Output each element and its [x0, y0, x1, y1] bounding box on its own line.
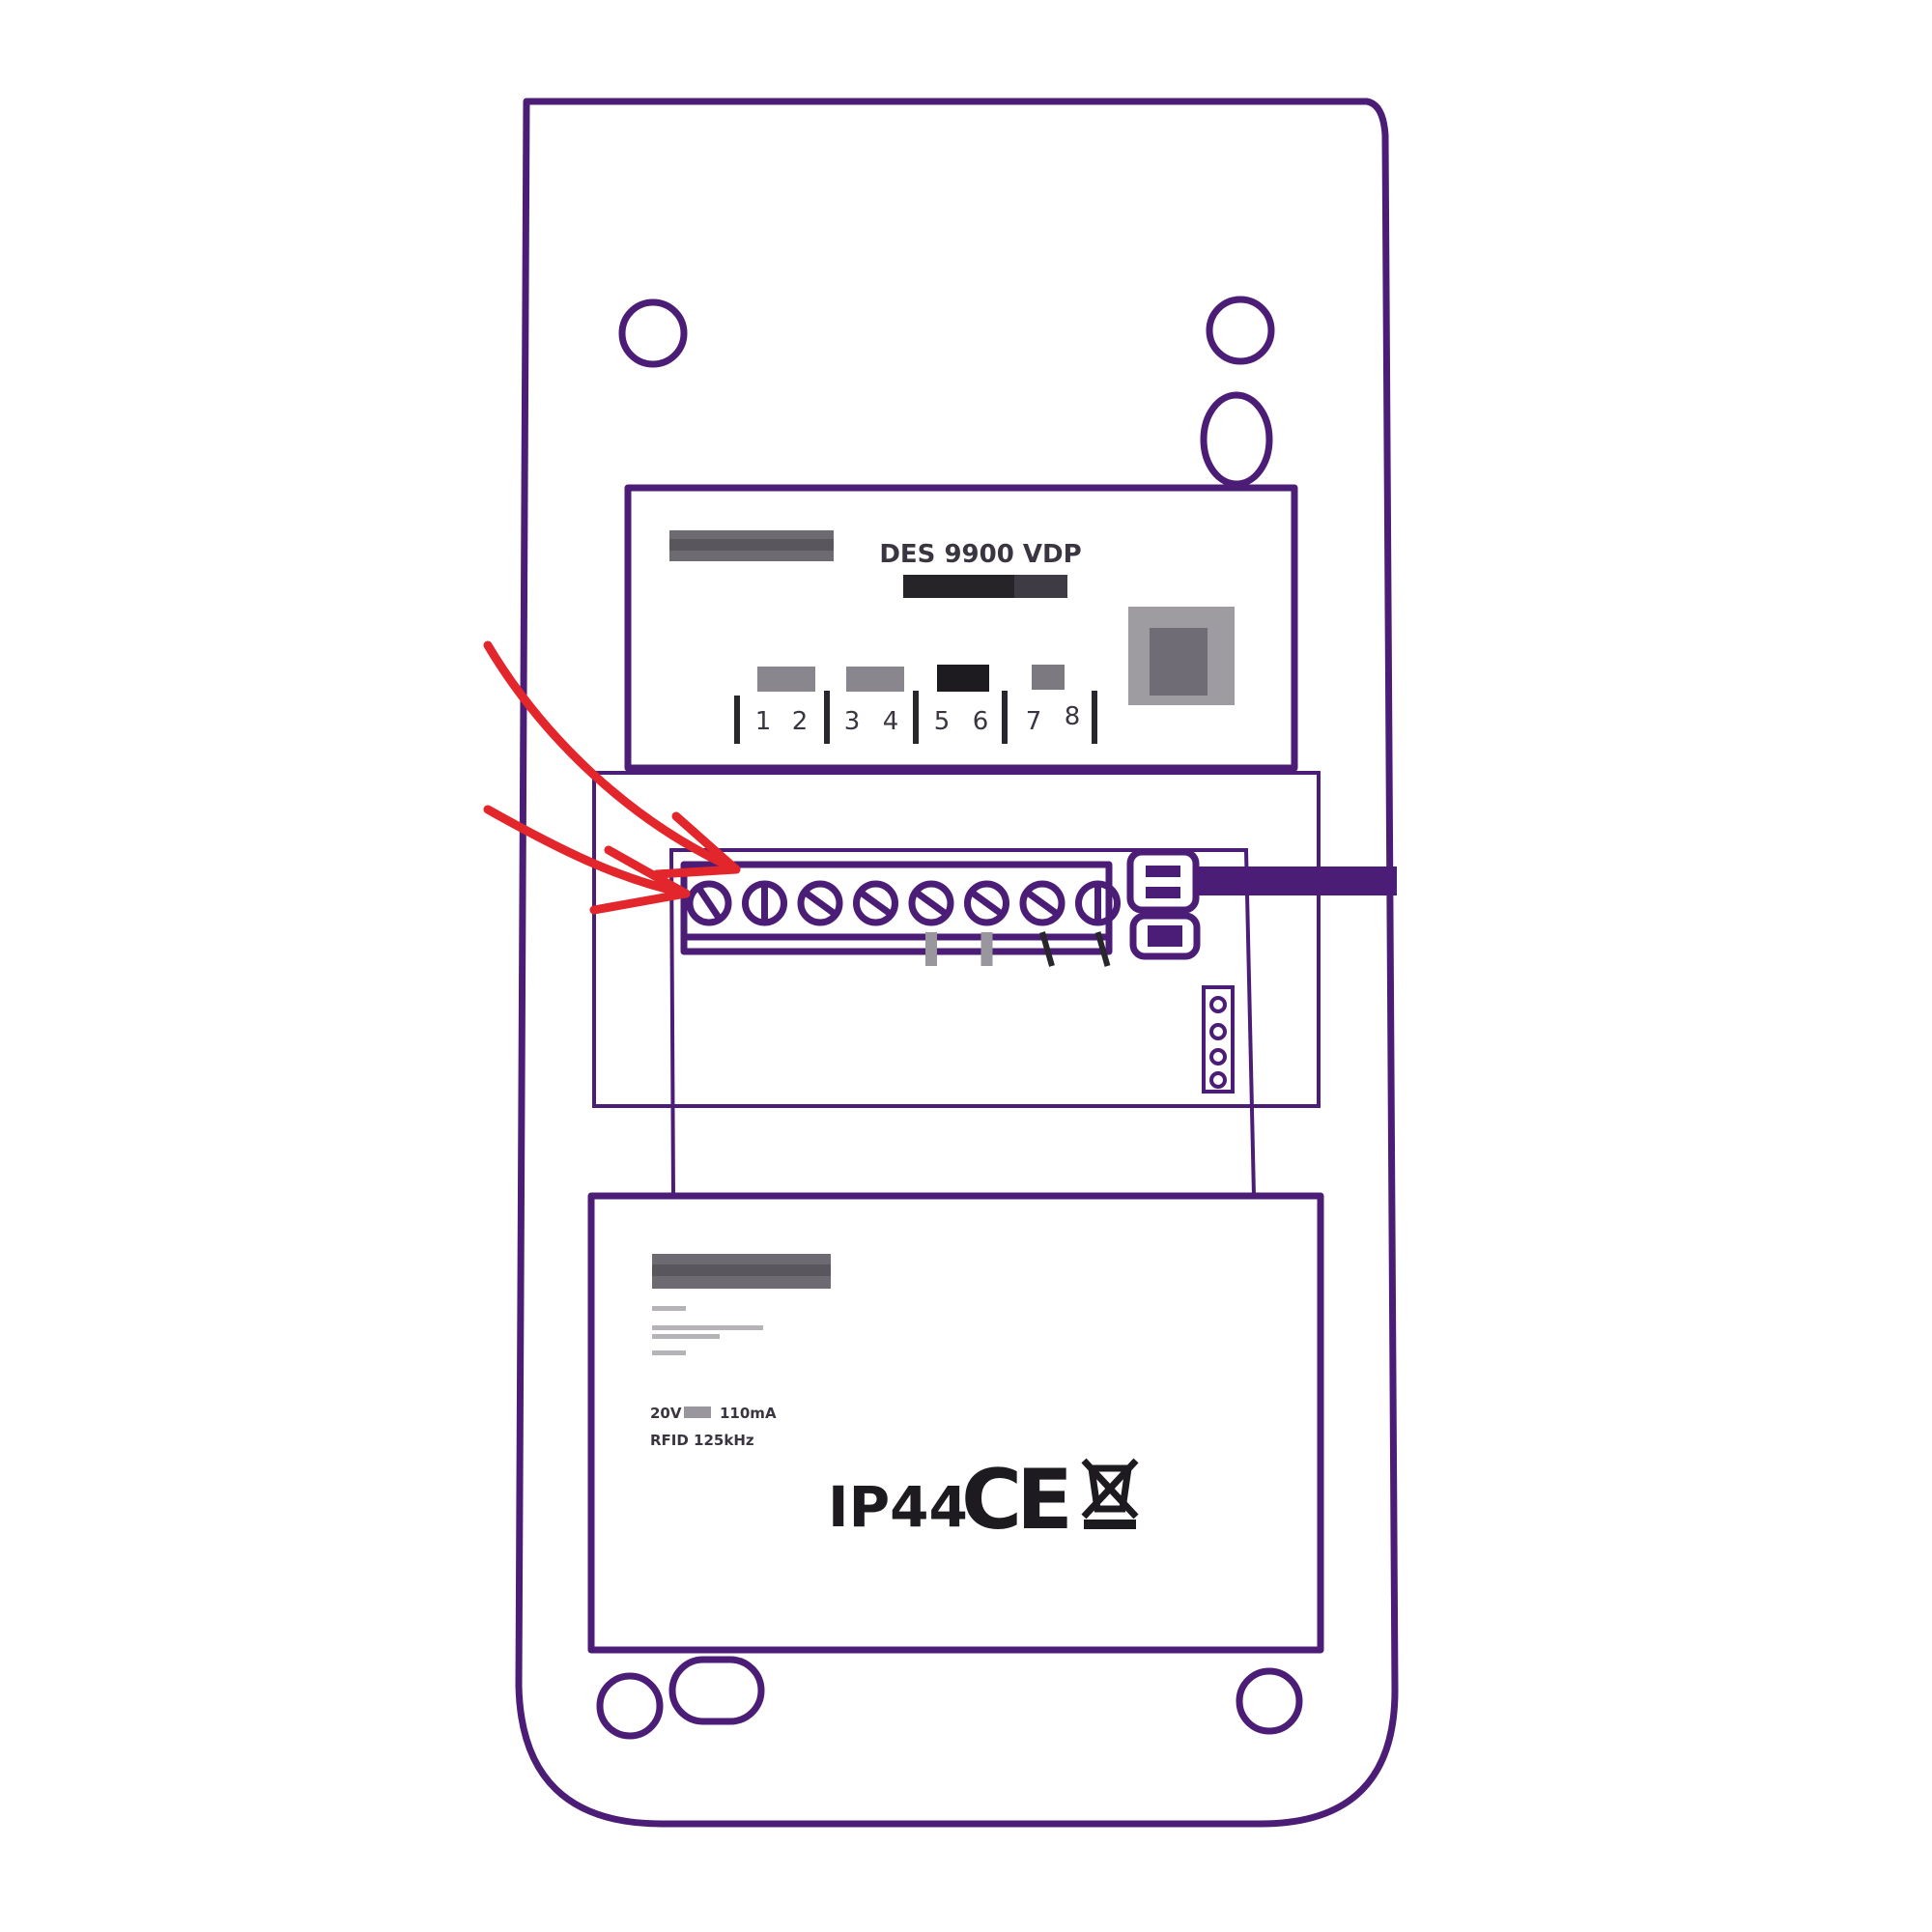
bottom-label-border	[587, 1192, 1324, 1654]
arrow-upper-shaft	[483, 640, 741, 874]
wire-8	[1094, 931, 1111, 967]
brand-logo-blur-band-bottom	[652, 1264, 831, 1276]
indicator-arrows	[483, 640, 741, 915]
dip-switch-1-2	[757, 667, 815, 692]
connector-housing	[1126, 848, 1200, 914]
rating-current: 110mA	[720, 1405, 777, 1422]
fine-print-blurred-4	[652, 1350, 686, 1355]
jumper-housing	[1129, 912, 1201, 960]
mounting-hole-top-right	[1206, 296, 1275, 365]
fine-print-blurred-2	[652, 1325, 763, 1330]
bottom-rating-label: 20V 110mA RFID 125kHz IP44 CE	[587, 1192, 1324, 1654]
terminal-screw-2	[742, 880, 787, 926]
terminal-block-body	[680, 861, 1113, 955]
crossed-out-bin-icon	[1081, 1458, 1139, 1529]
terminal-screw-slot-3	[804, 890, 837, 917]
dip-switch-7-8	[1032, 665, 1065, 690]
mounting-plate	[592, 771, 1321, 1108]
terminal-screw-5	[908, 880, 954, 926]
jumper-cap	[1148, 925, 1182, 947]
rating-rfid: RFID 125kHz	[650, 1432, 754, 1449]
model-name: DES 9900 VDP	[879, 540, 1081, 569]
brand-logo-blur-band	[669, 539, 834, 551]
cable	[1196, 867, 1397, 895]
dc-symbol	[684, 1406, 711, 1418]
pin-header	[1202, 985, 1235, 1094]
fine-print-blurred-3	[652, 1334, 720, 1339]
fine-print-blurred-1	[652, 1306, 686, 1311]
terminal-screw-6	[964, 880, 1009, 926]
pcb-outline	[668, 848, 1257, 1198]
connector-pin-1	[1146, 866, 1180, 877]
pin-header-pin-2	[1209, 1023, 1227, 1040]
terminal-screw-slot-5	[915, 890, 948, 917]
switch-separators	[734, 691, 1097, 744]
terminal-screw-1	[686, 880, 732, 926]
terminal-screw-slot-7	[1026, 890, 1059, 917]
pin-header-pin-4	[1209, 1071, 1227, 1089]
mounting-hole-top-left	[618, 298, 688, 368]
barcode-blurred-right	[1014, 575, 1067, 598]
arrow-lower-shaft	[483, 805, 691, 898]
terminal-screw-4	[853, 880, 898, 926]
connector-pin-2	[1146, 887, 1180, 898]
pin-header-pin-3	[1209, 1048, 1227, 1065]
arrow-upper-head	[652, 811, 741, 879]
device-housing	[515, 98, 1399, 1828]
terminal-screw-3	[797, 880, 843, 926]
terminal-number-2: 2	[792, 707, 809, 736]
mounting-slot-top-right	[1200, 391, 1273, 488]
ce-mark: CE	[961, 1452, 1067, 1548]
terminal-number-6: 6	[973, 707, 989, 736]
arrow-lower-head	[589, 845, 691, 915]
pin-header-body	[1202, 985, 1235, 1094]
screw-terminal-block	[680, 861, 1121, 967]
terminal-number-4: 4	[883, 707, 899, 736]
ip-rating: IP44	[828, 1474, 968, 1540]
dip-switch-3-4	[846, 667, 904, 692]
mounting-slot-bottom-left	[668, 1656, 765, 1725]
terminal-number-1: 1	[755, 707, 772, 736]
terminal-number-3: 3	[844, 707, 861, 736]
terminal-number-7: 7	[1026, 707, 1042, 736]
mounting-hole-bottom-right	[1236, 1667, 1303, 1735]
terminal-screws	[686, 880, 1121, 967]
cable-connector	[1126, 848, 1397, 960]
terminal-screw-8	[1075, 880, 1121, 926]
rating-voltage: 20V	[650, 1405, 682, 1422]
terminal-screw-slot-4	[859, 890, 893, 917]
terminal-screw-slot-6	[970, 890, 1004, 917]
terminal-number-5: 5	[934, 707, 951, 736]
blurred-mark-right-inner	[1150, 628, 1208, 696]
terminal-screw-slot-1	[696, 887, 722, 920]
terminal-number-8: 8	[1065, 702, 1081, 731]
dip-switch-5-6	[937, 665, 989, 692]
mounting-hole-bottom-left	[596, 1672, 664, 1740]
pin-header-pin-1	[1209, 996, 1227, 1013]
top-label-border	[624, 484, 1298, 772]
wire-7	[1039, 931, 1055, 967]
terminal-screw-7	[1019, 880, 1065, 926]
